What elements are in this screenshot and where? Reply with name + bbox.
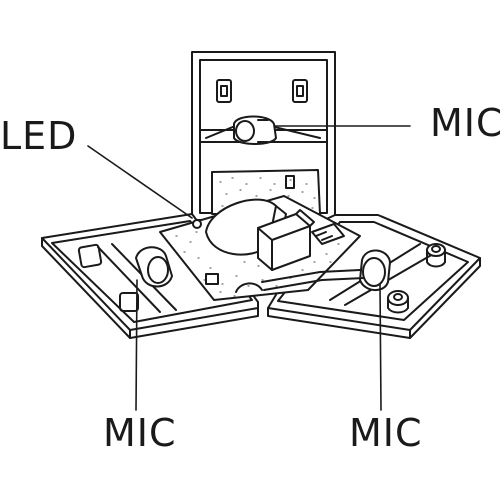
mic-left-label: MIC	[103, 411, 177, 455]
clip-left-icon	[217, 80, 231, 102]
mic-top-icon	[234, 117, 276, 145]
leader-lines	[88, 126, 410, 410]
pcb-main	[160, 196, 364, 300]
connector-icon	[312, 224, 344, 244]
mic-right-label: MIC	[430, 101, 500, 145]
mic-bottom-label: MIC	[349, 411, 423, 455]
post-right-bottom-icon	[388, 291, 408, 313]
clip-left-tray-lower-icon	[120, 293, 138, 311]
led-icon	[193, 220, 201, 228]
mic-right-tray-icon	[360, 250, 390, 290]
cable-icon	[236, 283, 262, 292]
module-box-icon	[258, 210, 314, 270]
clip-right-icon	[293, 80, 307, 102]
led-leader-line	[88, 146, 192, 218]
mic-left-leader-line	[136, 280, 137, 410]
mic-left-icon	[136, 247, 172, 286]
mic-bottom-leader-line	[380, 284, 381, 410]
chip-small-icon	[206, 274, 218, 284]
led-label: LED	[0, 114, 78, 158]
clip-left-tray-icon	[78, 244, 101, 267]
post-right-top-icon	[427, 244, 445, 267]
